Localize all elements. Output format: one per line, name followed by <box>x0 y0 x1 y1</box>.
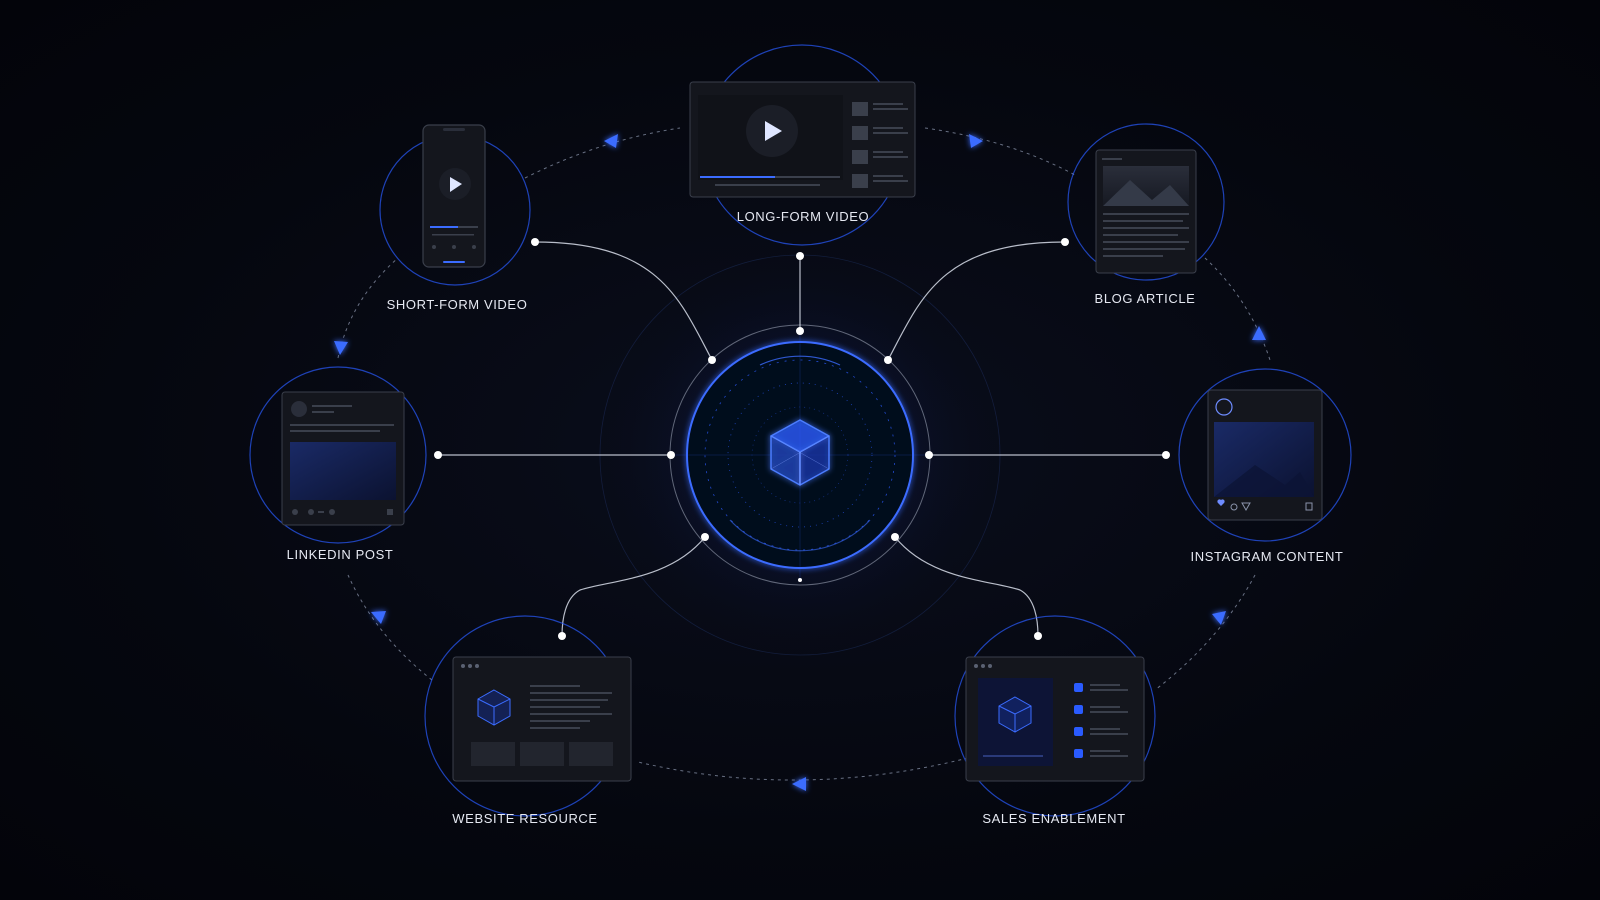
browser-window-card <box>452 656 632 782</box>
bookmark-icon <box>1305 502 1313 511</box>
node-long-form-video[interactable] <box>689 44 916 246</box>
cycle-arc-right-lower <box>1154 574 1256 691</box>
profile-ring-icon <box>1215 398 1233 416</box>
cycle-arc-bottom <box>637 757 969 781</box>
arrow-icon <box>371 611 386 624</box>
instagram-post-card <box>1207 389 1323 521</box>
node-instagram-content[interactable] <box>1178 368 1352 542</box>
connectors <box>438 241 1166 637</box>
connector-sales-enablement <box>894 536 1039 637</box>
connector-blog-article <box>887 241 1066 361</box>
avatar <box>291 401 307 417</box>
play-icon <box>765 121 782 141</box>
play-icon <box>450 177 462 192</box>
cycle-arrows <box>334 134 1266 791</box>
label-short-form-video: SHORT-FORM VIDEO <box>386 297 528 312</box>
cycle-arc-left-lower <box>347 574 433 681</box>
node-blog-article[interactable] <box>1067 123 1225 281</box>
cycle-arc-top-right <box>924 127 1076 176</box>
cycle-arc-top-left <box>524 127 681 179</box>
article-document-card <box>1095 149 1197 274</box>
cube-icon <box>998 696 1032 733</box>
video-player-card <box>689 81 916 198</box>
arrow-icon <box>334 341 348 355</box>
smartphone-card <box>422 124 486 268</box>
social-post-card <box>281 391 405 526</box>
label-sales-enablement: SALES ENABLEMENT <box>982 811 1126 826</box>
dashboard-card <box>965 656 1145 782</box>
arrow-icon <box>604 134 618 148</box>
comment-icon <box>1230 503 1238 511</box>
connector-website-resource <box>561 536 706 637</box>
heart-icon <box>1217 499 1225 506</box>
arrow-icon <box>1252 326 1266 340</box>
label-linkedin-post: LINKEDIN POST <box>286 547 394 562</box>
node-website-resource[interactable] <box>424 615 632 817</box>
arrow-icon <box>792 777 806 791</box>
node-sales-enablement[interactable] <box>954 615 1156 817</box>
node-linkedin-post[interactable] <box>249 366 427 544</box>
connector-dots <box>434 238 1170 640</box>
cycle-arc-right-upper <box>1204 257 1271 361</box>
send-icon <box>1241 502 1251 512</box>
label-instagram-content: INSTAGRAM CONTENT <box>1190 549 1344 564</box>
cube-icon <box>770 419 830 486</box>
arrow-icon <box>969 134 983 148</box>
label-website-resource: WEBSITE RESOURCE <box>452 811 598 826</box>
label-long-form-video: LONG-FORM VIDEO <box>736 209 870 224</box>
label-blog-article: BLOG ARTICLE <box>1094 291 1196 306</box>
node-short-form-video[interactable] <box>379 124 531 286</box>
cycle-arc-left-upper <box>337 257 399 359</box>
arrow-icon <box>1212 611 1226 625</box>
connector-short-form-video <box>534 241 713 361</box>
cube-icon <box>477 689 511 726</box>
